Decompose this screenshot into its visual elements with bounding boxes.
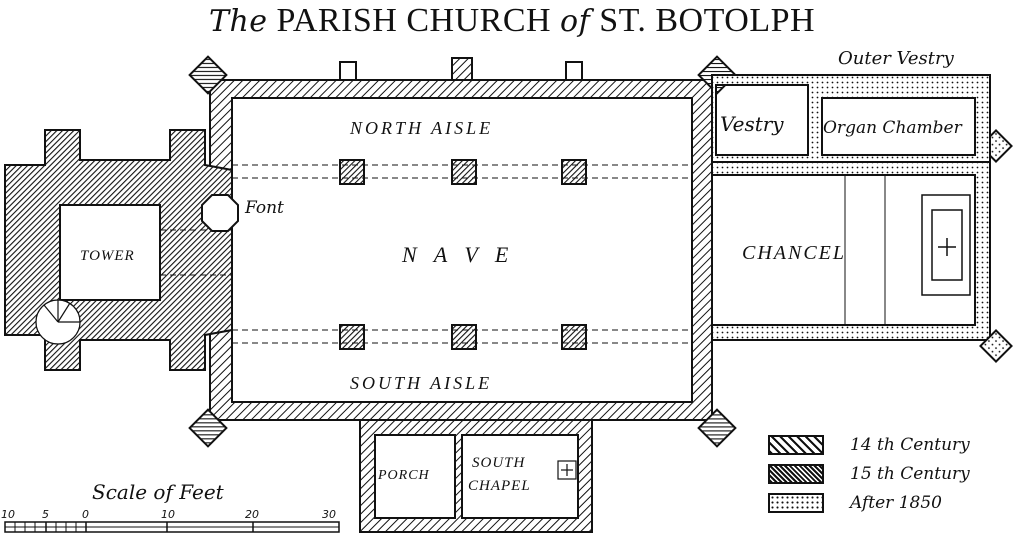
scale-tick: 30 bbox=[322, 508, 336, 521]
legend-item-15th: 15 th Century bbox=[768, 464, 970, 484]
font-octagon-icon bbox=[201, 194, 239, 232]
swatch-after-1850 bbox=[768, 493, 824, 513]
legend-item-14th: 14 th Century bbox=[768, 435, 970, 455]
label-organ-chamber: Organ Chamber bbox=[823, 118, 962, 138]
legend-item-1850: After 1850 bbox=[768, 493, 942, 513]
scale-bar bbox=[4, 521, 340, 533]
title-prefix: The bbox=[208, 4, 268, 39]
scale-tick: 20 bbox=[245, 508, 259, 521]
swatch-15th bbox=[768, 464, 824, 484]
label-font: Font bbox=[245, 198, 284, 218]
vestry-walls bbox=[711, 74, 991, 163]
spiral-stair-icon bbox=[35, 299, 81, 345]
legend-label-1850: After 1850 bbox=[850, 493, 942, 513]
scale-tick: 0 bbox=[82, 508, 89, 521]
label-nave: N A V E bbox=[402, 242, 515, 267]
legend-label-15th: 15 th Century bbox=[850, 464, 970, 484]
label-north-aisle: NORTH AISLE bbox=[350, 118, 494, 138]
scale-tick: 5 bbox=[42, 508, 49, 521]
swatch-14th bbox=[768, 435, 824, 455]
scale-tick: 10 bbox=[1, 508, 15, 521]
legend-label-14th: 14 th Century bbox=[850, 435, 970, 455]
title-main: PARISH CHURCH bbox=[276, 2, 552, 39]
label-porch: PORCH bbox=[378, 468, 430, 483]
label-chancel: CHANCEL bbox=[742, 242, 847, 264]
cross-icon bbox=[938, 238, 956, 256]
label-south-chapel-line1: SOUTH bbox=[472, 455, 526, 471]
page-title: The PARISH CHURCH of ST. BOTOLPH bbox=[0, 2, 1024, 40]
scale-title: Scale of Feet bbox=[92, 480, 224, 504]
label-vestry: Vestry bbox=[720, 112, 784, 136]
chapel-cross-icon bbox=[557, 460, 577, 480]
porch-walls bbox=[359, 419, 593, 533]
label-south-aisle: SOUTH AISLE bbox=[350, 373, 493, 393]
label-tower: TOWER bbox=[80, 248, 135, 264]
title-of: of bbox=[560, 4, 591, 39]
label-south-chapel-line2: CHAPEL bbox=[468, 478, 531, 494]
title-name: ST. BOTOLPH bbox=[599, 2, 816, 39]
label-outer-vestry: Outer Vestry bbox=[838, 48, 954, 69]
scale-tick: 10 bbox=[161, 508, 175, 521]
